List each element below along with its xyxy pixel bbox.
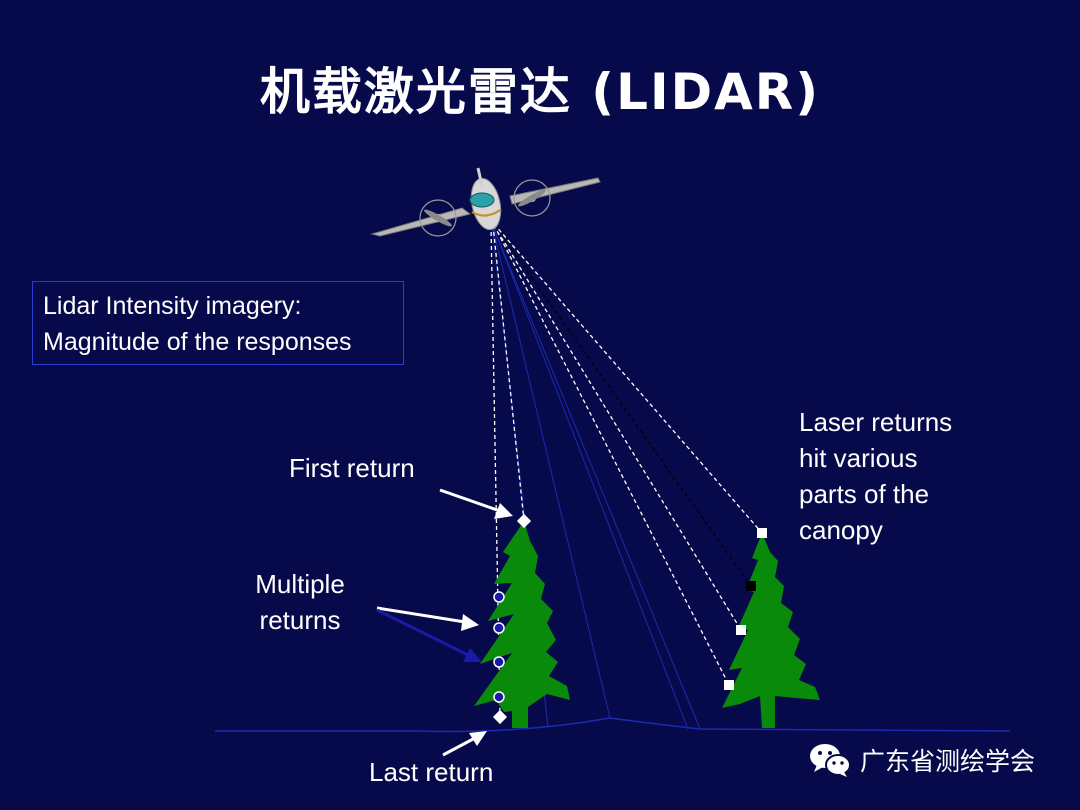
watermark: 广东省测绘学会 [808, 740, 1035, 780]
info-box: Lidar Intensity imagery: Magnitude of th… [32, 281, 404, 365]
return-dot [493, 591, 505, 603]
first-return-label: First return [289, 453, 415, 483]
multiple-returns-line: returns [259, 605, 341, 635]
last-return-label: Last return [369, 757, 494, 787]
airplane-icon [370, 167, 601, 237]
beam-cone [491, 223, 701, 730]
arrow-blue [376, 608, 482, 662]
first-return-marker [516, 513, 532, 529]
canopy-label: Laser returns hit various parts of the c… [799, 404, 952, 548]
ground-line [215, 717, 1011, 733]
slide-title: 机载激光雷达 (LIDAR) [259, 63, 821, 121]
watermark-text: 广东省测绘学会 [860, 747, 1036, 776]
laser-pulses [490, 223, 763, 717]
info-box-line: Lidar Intensity imagery: [43, 292, 302, 320]
canopy-return-marker [736, 625, 746, 635]
multiple-returns-line: Multiple [255, 569, 345, 599]
canopy-return-marker [757, 528, 767, 538]
return-dot [493, 622, 505, 634]
right-tree [722, 533, 820, 728]
canopy-label-line: hit various [799, 443, 918, 473]
return-dot [493, 691, 505, 703]
canopy-return-marker [724, 680, 734, 690]
canopy-label-line: parts of the [799, 479, 930, 509]
info-box-line: Magnitude of the responses [43, 328, 352, 356]
canopy-label-line: Laser returns [799, 407, 953, 437]
multiple-return-dots [493, 591, 505, 703]
canopy-label-line: canopy [799, 515, 883, 545]
arrows [376, 488, 513, 757]
multiple-returns-label: Multiple returns [236, 566, 364, 638]
return-dot [493, 656, 505, 668]
canopy-return-marker [746, 581, 756, 591]
last-return-marker [492, 709, 508, 725]
left-tree [474, 521, 570, 728]
wechat-icon [810, 744, 851, 777]
laser-pulse-dark [493, 224, 752, 587]
